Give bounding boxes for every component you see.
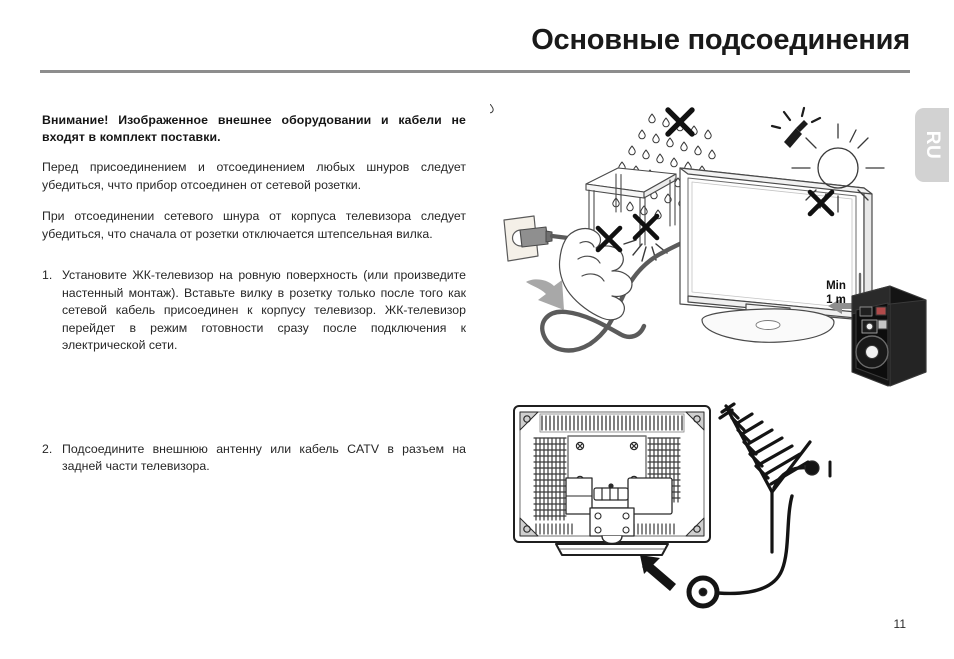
paragraph-1: Перед присоединением и отсоединением люб… [42, 160, 466, 192]
list-item-1-number: 1. [42, 268, 53, 282]
power-connection-diagram [490, 104, 950, 394]
cross-mark-icon [807, 189, 835, 217]
lcd-tv-rear-icon [513, 405, 711, 556]
wall-outlet-icon [503, 215, 571, 262]
cross-mark-icon [632, 213, 660, 241]
pointer-arrow-icon [640, 555, 676, 591]
min-distance-line1: Min [826, 280, 846, 292]
language-tab-ru: RU [915, 108, 949, 182]
list-item-2: 2. Подсоедините внешнюю антенну или кабе… [42, 441, 466, 476]
candle-flame-icon [784, 120, 808, 148]
coaxial-connector-icon [686, 575, 720, 609]
header-divider [40, 70, 910, 73]
yagi-antenna-icon [718, 402, 812, 554]
coaxial-cable-icon [716, 494, 794, 596]
warning-text: Внимание! Изображенное внешнее оборудова… [42, 113, 466, 144]
list-item-2-number: 2. [42, 441, 53, 456]
instruction-list: 1. Установите ЖК-телевизор на ровную пов… [42, 267, 466, 476]
min-distance-line2: 1 m [826, 293, 846, 306]
lcd-tv-front-icon [679, 167, 873, 343]
antenna-terminal-icon [804, 460, 820, 476]
terminal-strip-icon [593, 483, 629, 501]
curved-arrow-icon [526, 279, 564, 310]
list-item-1: 1. Установите ЖК-телевизор на ровную пов… [42, 267, 466, 355]
min-distance-label: Min 1 m [816, 280, 856, 307]
page-title: Основные подсоединения [531, 24, 910, 56]
table-icon [585, 167, 677, 247]
page-number: 11 [893, 617, 906, 631]
list-item-2-text: Подсоедините внешнюю антенну или кабель … [62, 441, 466, 474]
cross-mark-icon [665, 107, 695, 137]
list-item-1-text: Установите ЖК-телевизор на ровную поверх… [62, 268, 466, 352]
hand-pulling-plug-icon [558, 227, 633, 321]
loudspeaker-icon [851, 285, 927, 387]
cross-mark-icon [595, 225, 623, 253]
antenna-connection-diagram [490, 392, 850, 622]
vent-slots-icon [541, 415, 683, 431]
spark-lines-icon [770, 106, 822, 130]
text-column: Внимание! Изображенное внешнее оборудова… [42, 112, 466, 476]
paragraph-2: При отсоединении сетевого шнура от корпу… [42, 209, 466, 241]
pinched-cable-icon [623, 239, 668, 262]
page-header: Основные подсоединения [0, 0, 954, 80]
rain-drops-icon [490, 104, 716, 220]
